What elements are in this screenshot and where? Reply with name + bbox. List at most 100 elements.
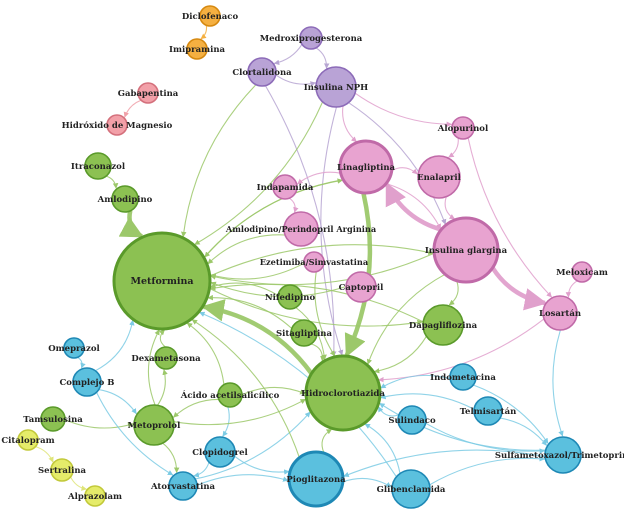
node-label-complejo_b: Complejo B [60,378,115,388]
node-clortalidona[interactable]: Clortalidona [232,57,292,87]
edge-citalopram-to-sertralina [35,446,54,463]
edge-sulfametoxazol-to-pioglitazona [343,449,546,478]
node-sulfametoxazol[interactable]: Sulfametoxazol/Trimetoprim [495,436,624,474]
node-label-tamsulosina: Tamsulosina [23,415,83,425]
edge-linagliptina-to-indapamida [297,171,341,185]
node-circle-captopril [345,271,377,303]
edge-amlodipino_perindopril-to-metformina [207,234,286,265]
edge-insulina_nph-to-insulina_glargina [348,102,447,225]
edge-clopidogrel-to-atorvastatina [193,461,210,478]
node-nifedipino[interactable]: Nifedipino [265,284,316,310]
node-circle-alprazolam [84,485,106,507]
node-label-sertralina: Sertralina [38,466,87,476]
node-pioglitazona[interactable]: Pioglitazona [286,450,346,508]
node-metformina[interactable]: Metformina [112,231,212,331]
edge-acido_acetilsalicilico-to-clopidogrel [222,406,230,437]
node-label-alprazolam: Alprazolam [67,492,122,502]
node-linagliptina[interactable]: Linagliptina [337,139,396,195]
node-circle-glibenclamida [391,469,431,509]
node-gabapentina[interactable]: Gabapentina [118,82,179,104]
node-indapamida[interactable]: Indapamida [257,174,314,200]
node-label-ezetimiba: Ezetimiba/Simvastatina [260,257,369,267]
edge-sitagliptina-to-metformina [207,294,293,329]
node-circle-losartan [542,295,578,331]
edge-losartan-to-sulfametoxazol [552,329,564,437]
node-circle-hidroclorotiazida [304,354,382,432]
node-losartan[interactable]: Losartán [539,295,581,331]
edge-insulina_glargina-to-hidroclorotiazida [366,273,446,365]
edge-pioglitazona-to-metformina [191,319,300,458]
edge-indometacina-to-hidroclorotiazida [380,374,451,389]
node-imipramina[interactable]: Imipramina [169,38,226,60]
node-label-insulina_glargina: Insulina glargina [425,246,508,256]
node-circle-complejo_b [72,367,102,397]
node-circle-diclofenaco [199,5,221,27]
edge-telmisartan-to-sulfametoxazol [500,417,548,446]
node-alprazolam[interactable]: Alprazolam [67,485,122,507]
node-enalapril[interactable]: Enalapril [417,155,462,199]
node-clopidogrel[interactable]: Clopidogrel [192,436,249,468]
node-meloxicam[interactable]: Meloxicam [556,261,608,283]
node-amlodipino_perindopril[interactable]: Amlodipino/Perindopril Arginina [225,211,377,247]
edge-layer [35,25,578,491]
node-medroxiprogesterona[interactable]: Medroxiprogesterona [260,26,363,50]
node-glibenclamida[interactable]: Glibenclamida [377,469,446,509]
node-acido_acetilsalicilico[interactable]: Ácido acetilsalicílico [180,382,280,408]
node-label-nifedipino: Nifedipino [265,293,316,303]
edge-sertralina-to-alprazolam [70,476,87,491]
node-atorvastatina[interactable]: Atorvastatina [150,471,216,501]
node-label-telmisartan: Telmisartán [460,406,517,417]
node-sertralina[interactable]: Sertralina [38,458,87,482]
node-amlodipino[interactable]: Amlodipino [97,185,153,213]
node-alopurinol[interactable]: Alopurinol [437,116,489,140]
node-label-metformina: Metformina [130,276,193,287]
node-circle-sulfametoxazol [544,436,582,474]
node-insulina_glargina[interactable]: Insulina glargina [425,216,508,284]
edge-metoprolol-to-dexametasona [157,369,168,406]
node-label-omeprazol: Omeprazol [48,344,100,354]
edge-medroxiprogesterona-to-insulina_nph [315,47,330,69]
node-circle-imipramina [186,38,208,60]
edge-medroxiprogesterona-to-clortalidona [273,44,303,66]
node-insulina_nph[interactable]: Insulina NPH [304,66,368,108]
node-circle-ezetimiba [303,251,325,273]
node-complejo_b[interactable]: Complejo B [60,367,115,397]
node-label-imipramina: Imipramina [169,45,226,55]
node-label-citalopram: Citalopram [1,436,54,446]
node-label-captopril: Captopril [339,283,384,293]
edge-glibenclamida-to-sulfametoxazol [429,455,546,486]
node-dapagliflozina[interactable]: Dapagliflozina [409,304,478,346]
edge-clortalidona-to-hidroclorotiazida [264,85,337,357]
node-circle-nifedipino [277,284,303,310]
edge-gabapentina-to-hidroxido_magnesio [123,99,142,118]
node-circle-linagliptina [338,139,394,195]
node-diclofenaco[interactable]: Diclofenaco [182,5,239,27]
node-tamsulosina[interactable]: Tamsulosina [23,406,83,432]
node-sitagliptina[interactable]: Sitagliptina [276,319,332,347]
node-telmisartan[interactable]: Telmisartán [460,396,517,426]
node-label-insulina_nph: Insulina NPH [304,83,368,93]
edge-meloxicam-to-losartan [565,280,578,298]
node-omeprazol[interactable]: Omeprazol [48,337,100,359]
node-hidroclorotiazida[interactable]: Hidroclorotiazida [301,354,385,432]
edge-dapagliflozina-to-metformina [209,283,424,323]
node-sulindaco[interactable]: Sulindaco [388,405,436,435]
edge-complejo_b-to-metformina [95,319,135,372]
node-citalopram[interactable]: Citalopram [1,429,55,451]
node-circle-insulina_glargina [432,216,500,284]
node-dexametasona[interactable]: Dexametasona [131,346,201,370]
node-circle-gabapentina [137,82,159,104]
node-metoprolol[interactable]: Metoprolol [128,404,181,446]
node-indometacina[interactable]: Indometacina [430,363,496,391]
edge-alopurinol-to-losartan [467,137,553,298]
node-circle-omeprazol [63,337,85,359]
node-circle-clortalidona [247,57,277,87]
node-circle-indometacina [449,363,477,391]
node-itraconazol[interactable]: Itraconazol [71,152,126,180]
node-captopril[interactable]: Captopril [339,271,384,303]
node-hidroxido_magnesio[interactable]: Hidróxido de Magnesio [62,114,173,136]
node-ezetimiba[interactable]: Ezetimiba/Simvastatina [260,251,369,273]
node-circle-telmisartan [473,396,503,426]
edge-sulindaco-to-hidroclorotiazida [377,406,400,417]
